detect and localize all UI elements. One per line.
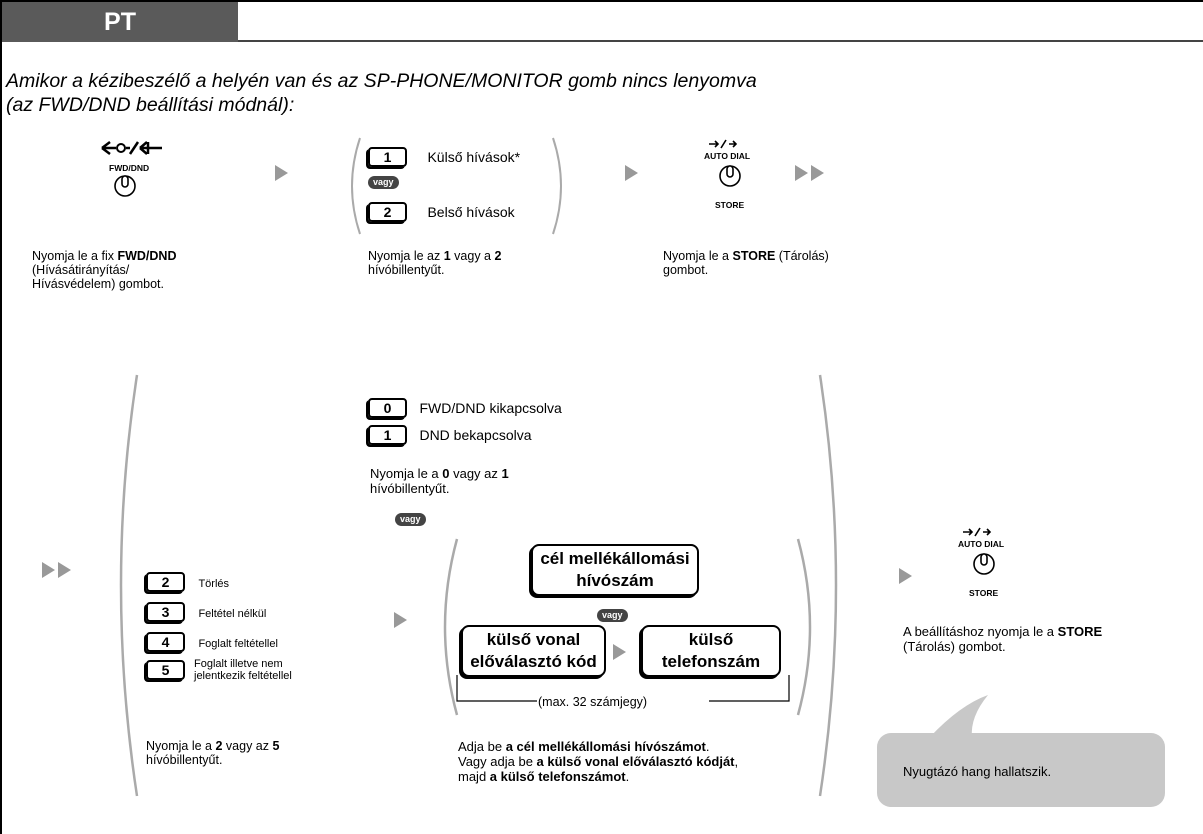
- inner-bracket-right: [796, 538, 812, 716]
- store-button[interactable]: [972, 552, 996, 576]
- dial-key-1[interactable]: 1: [368, 147, 407, 167]
- key-2-row: 2 Törlés: [146, 572, 229, 592]
- speech-bubble: [877, 733, 1165, 807]
- key-4-label: Foglalt feltétellel: [198, 638, 278, 650]
- confirmation-tone-text: Nyugtázó hang hallatszik.: [903, 764, 1052, 779]
- key-1-label: DND bekapcsolva: [419, 427, 532, 443]
- step2-caption: Nyomja le az 1 vagy a 2 hívóbillentyűt.: [368, 249, 502, 277]
- speech-bubble-tail: [930, 695, 988, 737]
- step4-caption: Nyomja le a 2 vagy az 5 hívóbillentyűt.: [146, 739, 280, 767]
- dial-key-1[interactable]: 1: [368, 425, 407, 445]
- step3-caption: Nyomja le a STORE (Tárolás) gombot.: [663, 249, 829, 277]
- bracket-left: [351, 137, 361, 235]
- key-2-label: Belső hívások: [427, 204, 515, 220]
- intro-line-1: Amikor a kézibeszélő a helyén van és az …: [6, 70, 757, 92]
- dial-key-0[interactable]: 0: [368, 398, 407, 418]
- fwd-dnd-icon: [101, 141, 162, 155]
- store-button[interactable]: [718, 164, 742, 188]
- or-badge: vagy: [368, 176, 399, 189]
- key-0-label: FWD/DND kikapcsolva: [419, 400, 562, 416]
- max-digits-note: (max. 32 számjegy): [538, 695, 648, 709]
- digits-bracket: [456, 675, 790, 702]
- flow-arrow: [613, 644, 626, 660]
- dial-key-4[interactable]: 4: [146, 632, 185, 652]
- key-1-row: 1 Külső hívások*: [368, 147, 520, 167]
- frame-top-border: [0, 0, 1203, 2]
- fwd-dnd-button-label: FWD/DND: [109, 163, 150, 173]
- flow-arrow: [625, 165, 638, 181]
- fwd-dnd-button[interactable]: [113, 174, 137, 198]
- key-1-row: 1 DND bekapcsolva: [368, 425, 532, 445]
- key-5-row: 5: [146, 660, 185, 680]
- auto-dial-label: AUTO DIAL: [958, 539, 1005, 549]
- header-tab: PT: [2, 2, 238, 42]
- store-label: STORE: [715, 200, 745, 210]
- key-3-label: Feltétel nélkül: [198, 608, 267, 620]
- key-1-label: Külső hívások*: [427, 149, 521, 165]
- step6-caption: A beállításhoz nyomja le a STORE (Tárolá…: [903, 624, 1103, 654]
- key-2-row: 2 Belső hívások: [368, 202, 515, 222]
- flow-arrow: [394, 612, 407, 628]
- step1-caption: Nyomja le a fix FWD/DND (Hívásátirányítá…: [32, 249, 177, 291]
- bracket-right: [552, 137, 562, 235]
- store-label: STORE: [969, 588, 999, 598]
- continue-double-arrow: [42, 562, 71, 583]
- key-2-label: Törlés: [198, 578, 230, 590]
- dial-key-3[interactable]: 3: [146, 602, 185, 622]
- header-rule: [238, 40, 1203, 42]
- key-3-row: 3 Feltétel nélkül: [146, 602, 266, 622]
- auto-dial-icon: [963, 527, 992, 537]
- dial-key-2[interactable]: 2: [146, 572, 185, 592]
- double-arrow: [795, 165, 824, 186]
- flow-arrow: [275, 165, 288, 181]
- big-bracket-right: [818, 374, 838, 797]
- step5-entry-caption: Adja be a cél mellékállomási hívószámot.…: [458, 739, 739, 784]
- key-0-row: 0 FWD/DND kikapcsolva: [368, 398, 562, 418]
- dial-key-5[interactable]: 5: [146, 660, 185, 680]
- step5-caption: Nyomja le a 0 vagy az 1 hívóbillentyűt.: [370, 466, 509, 496]
- flow-arrow: [899, 568, 912, 584]
- or-badge: vagy: [597, 609, 628, 622]
- inner-bracket-left: [443, 538, 459, 716]
- auto-dial-label: AUTO DIAL: [704, 151, 751, 161]
- or-badge: vagy: [395, 513, 426, 526]
- dial-key-2[interactable]: 2: [368, 202, 407, 222]
- intro-line-2: (az FWD/DND beállítási módnál):: [6, 94, 295, 116]
- frame-left-border: [0, 0, 2, 834]
- key-4-row: 4 Foglalt feltétellel: [146, 632, 278, 652]
- auto-dial-icon: [709, 139, 738, 149]
- big-bracket-left: [119, 374, 139, 797]
